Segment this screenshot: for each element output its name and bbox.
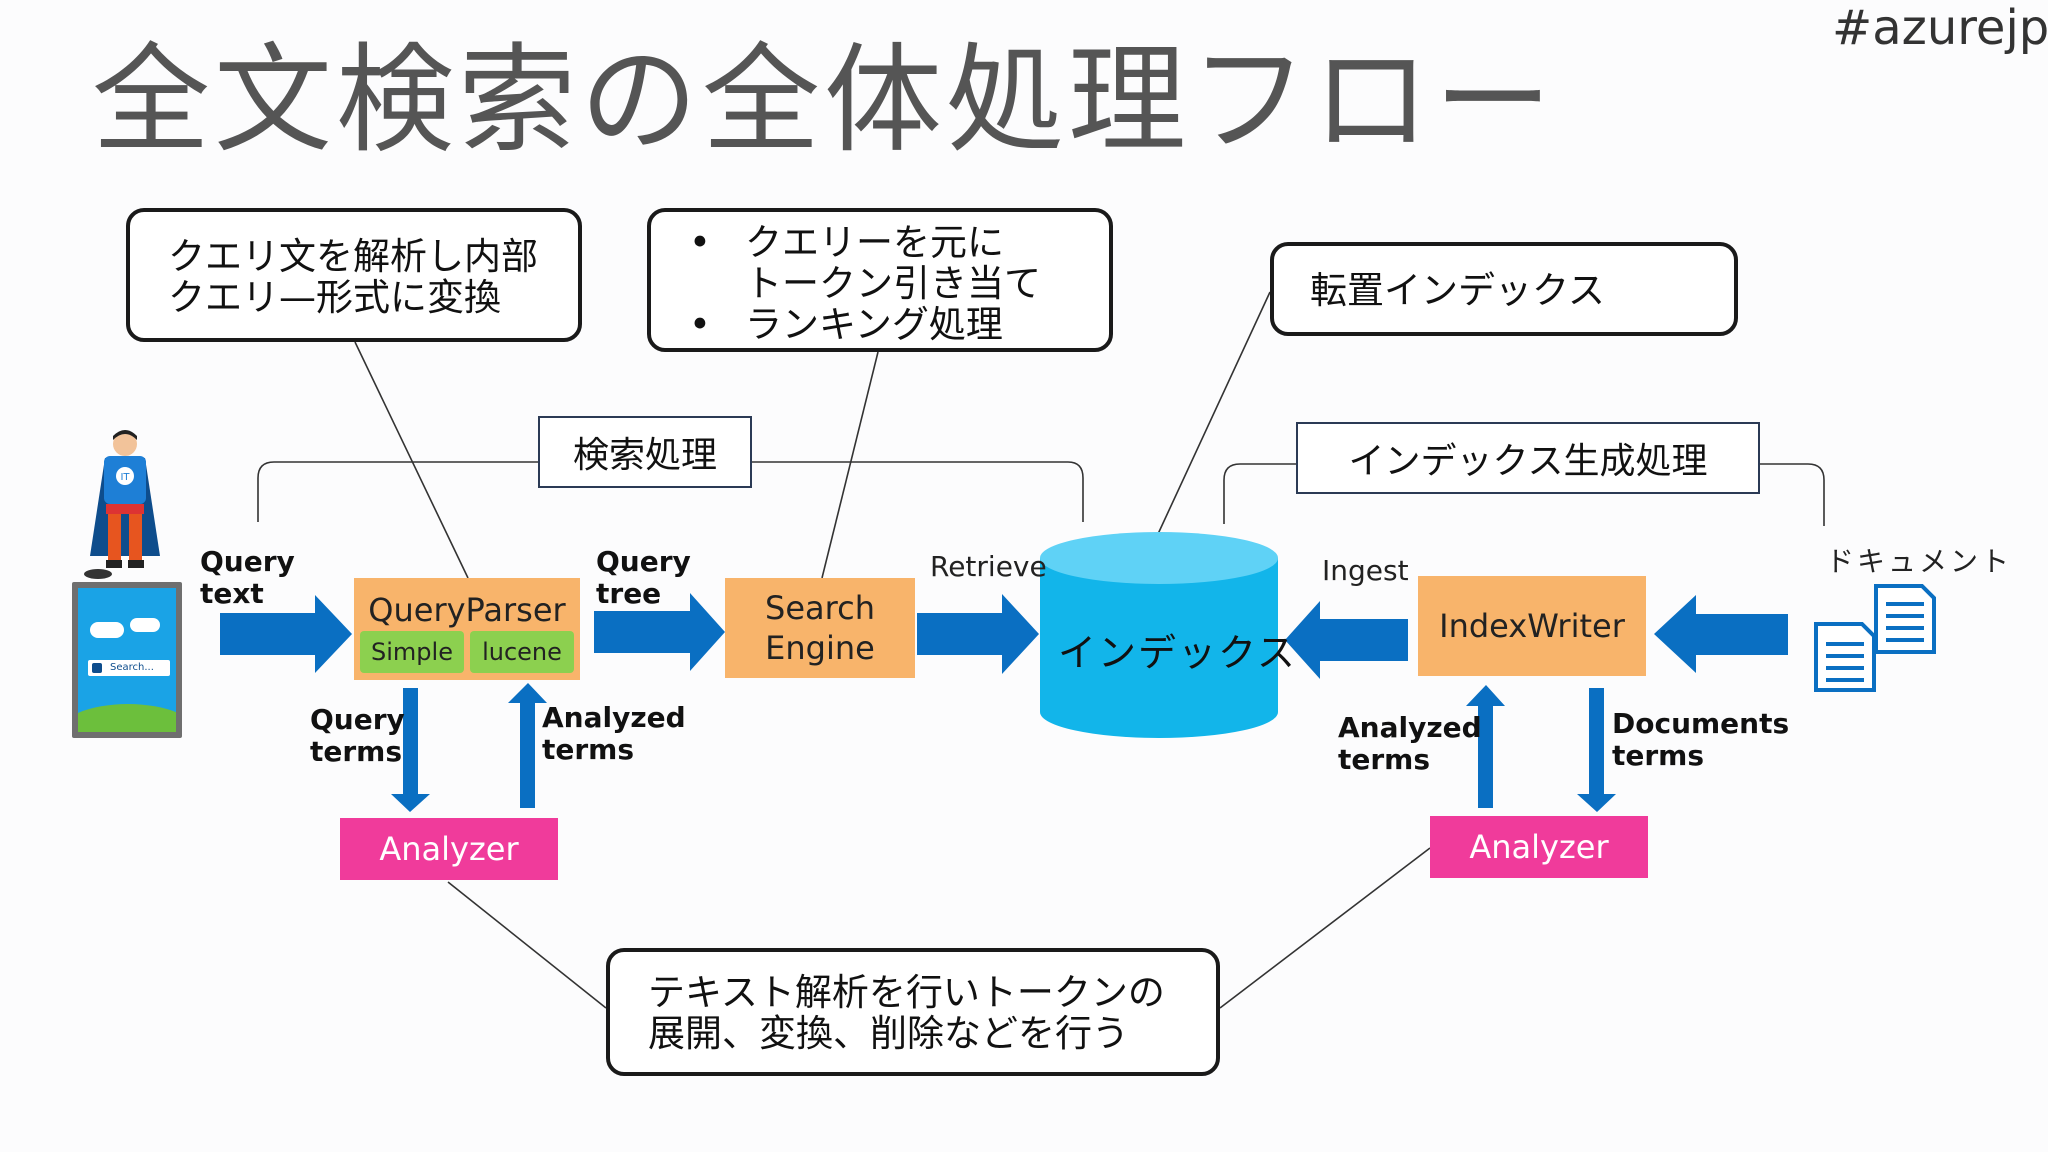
callout-line: テキスト解析を行いトークンの	[648, 971, 1165, 1014]
search-engine-label: Engine	[765, 629, 875, 667]
arrow-documents-terms	[1577, 688, 1616, 812]
connector-analyzer-right	[1219, 847, 1431, 1009]
bullet-item-continued: トークン引き当て	[745, 262, 1041, 305]
label-query-tree: Query tree	[596, 545, 691, 610]
search-engine-box: Search Engine	[725, 578, 915, 678]
connector-search-engine	[821, 351, 879, 579]
parser-simple-badge: Simple	[360, 631, 464, 673]
label-documents-terms: Documents terms	[1612, 707, 1790, 772]
bracket-index-right	[1760, 463, 1825, 526]
callout-line: クエリ—形式に変換	[168, 276, 501, 319]
arrow-ingest	[1285, 601, 1408, 679]
label-query-text: Query text	[200, 545, 295, 610]
bracket-index-left	[1223, 463, 1296, 524]
cloud-icon	[130, 618, 160, 632]
arrow-query-tree	[594, 593, 725, 671]
hill-decoration	[78, 704, 176, 732]
arrow-retrieve	[917, 594, 1039, 674]
query-parser-label: QueryParser	[368, 591, 566, 629]
arrow-query-terms	[391, 688, 430, 812]
callout-search-engine: クエリーを元に トークン引き当て ランキング処理	[647, 208, 1113, 352]
tablet-search-icon: Search...	[72, 582, 182, 738]
label-ingest: Ingest	[1322, 554, 1409, 587]
connector-query-parse	[354, 341, 469, 579]
arrow-analyzed-terms-left	[508, 683, 547, 808]
analyzer-left: Analyzer	[340, 818, 558, 880]
bullet-item: ランキング処理	[689, 304, 1109, 345]
page-title: 全文検索の全体処理フロー	[92, 31, 1557, 169]
label-analyzed-terms-left: Analyzed terms	[542, 701, 686, 766]
hashtag: #azurejp	[1832, 0, 2048, 56]
callout-line: クエリ文を解析し内部	[168, 235, 538, 278]
callout-inverted-index: 転置インデックス	[1270, 242, 1738, 336]
search-input[interactable]: Search...	[88, 660, 170, 676]
tablet-screen: Search...	[78, 588, 176, 732]
label-documents: ドキュメント	[1826, 545, 2013, 578]
label-retrieve: Retrieve	[930, 550, 1047, 583]
index-writer-label: IndexWriter	[1439, 607, 1625, 645]
index-label: インデックス	[1058, 631, 1297, 675]
arrow-documents-in	[1654, 595, 1788, 673]
search-engine-label: Search	[765, 589, 875, 627]
arrow-analyzed-terms-right	[1466, 685, 1505, 808]
bracket-search-right	[752, 461, 1084, 522]
parser-lucene-badge: lucene	[470, 631, 574, 673]
superhero-user-icon: IT	[84, 430, 160, 579]
documents-icon	[1814, 584, 1936, 692]
svg-text:IT: IT	[120, 472, 130, 483]
callout-line: 転置インデックス	[1310, 269, 1605, 312]
callout-line: 展開、変換、削除などを行う	[648, 1012, 1129, 1055]
bullet-item: クエリーを元に	[689, 222, 1109, 263]
connector-analyzer-left	[447, 881, 607, 1009]
label-query-terms: Query terms	[310, 703, 405, 768]
section-index-build: インデックス生成処理	[1296, 422, 1760, 494]
section-search: 検索処理	[538, 416, 752, 488]
label-analyzed-terms-right: Analyzed terms	[1338, 711, 1482, 776]
callout-query-parse: クエリ文を解析し内部 クエリ—形式に変換	[126, 208, 582, 342]
callout-text-analysis: テキスト解析を行いトークンの 展開、変換、削除などを行う	[606, 948, 1220, 1076]
index-writer-box: IndexWriter	[1418, 576, 1646, 676]
search-icon	[92, 663, 102, 673]
analyzer-right: Analyzer	[1430, 816, 1648, 878]
index-cylinder	[1040, 532, 1278, 738]
bracket-search-left	[257, 461, 538, 522]
connector-inverted-index	[1157, 291, 1271, 535]
cloud-icon	[90, 622, 124, 638]
arrow-query-text	[220, 595, 352, 673]
